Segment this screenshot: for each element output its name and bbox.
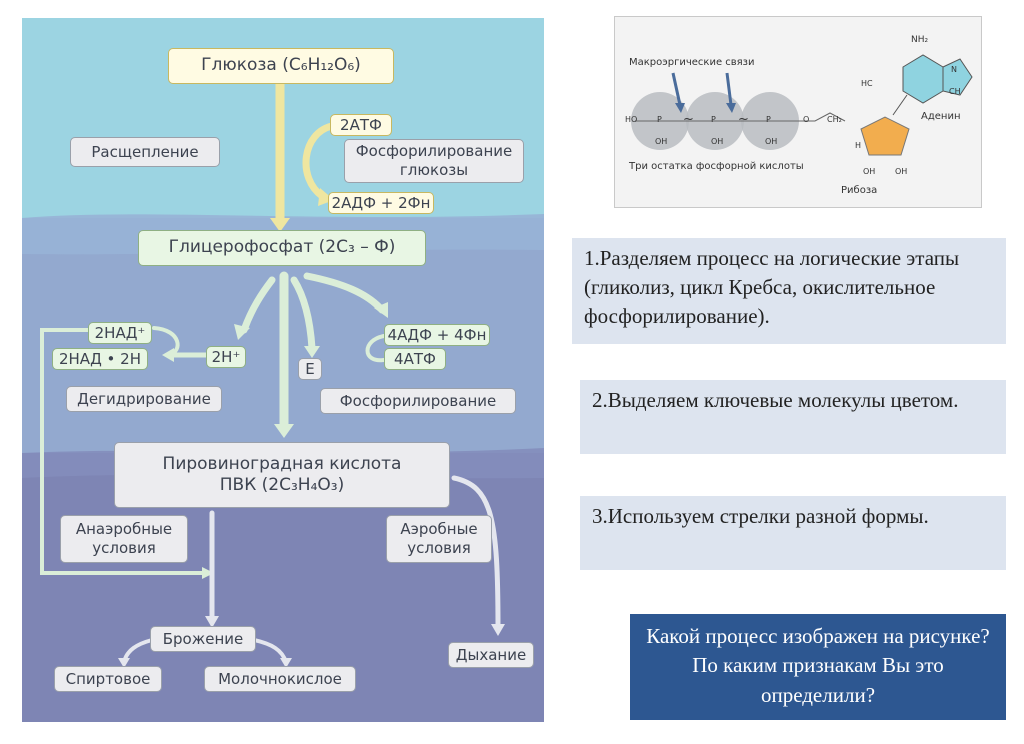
- arrowhead-lactic: [280, 658, 292, 668]
- tip-card-1: 1.Разделяем процесс на логические этапы …: [572, 238, 1006, 344]
- ribose-label: Рибоза: [841, 185, 878, 196]
- tip-card-2: 2.Выделяем ключевые молекулы цветом.: [580, 380, 1006, 454]
- tip-card-3: 3.Используем стрелки разной формы.: [580, 496, 1006, 570]
- nh2-label: NH₂: [911, 35, 929, 45]
- adp4-box: 4АДФ + 4Фн: [384, 324, 490, 346]
- oh-label-5: OH: [895, 167, 908, 176]
- tip-text-1: 1.Разделяем процесс на логические этапы …: [584, 246, 960, 328]
- ch-label: CH: [949, 87, 961, 96]
- ch2-label: CH₂: [827, 115, 842, 124]
- p-label-1: P: [657, 115, 662, 124]
- glycerophosphate-box: Глицерофосфат (2C₃ – Ф): [138, 230, 426, 266]
- arrowhead-alcohol: [118, 658, 130, 668]
- anaerobic-label: Анаэробные условия: [60, 515, 188, 563]
- tip-text-2: 2.Выделяем ключевые молекулы цветом.: [592, 388, 959, 412]
- p-label-2: P: [711, 115, 716, 124]
- nad2h-box: 2НАД • 2Н: [52, 348, 148, 370]
- arrowhead-glucose: [270, 218, 290, 232]
- glycolysis-diagram: Глюкоза (C₆H₁₂O₆) Расщепление 2АТФ Фосфо…: [22, 18, 544, 722]
- atp-structure-svg: [631, 54, 973, 156]
- h2plus-box: 2Н⁺: [206, 346, 246, 368]
- arrowhead-pvk: [274, 424, 294, 438]
- arrowhead-aerobic: [491, 624, 505, 636]
- wave-1: ~: [683, 112, 694, 127]
- respiration-box: Дыхание: [448, 642, 534, 668]
- arrowhead-anaerobic: [205, 616, 219, 628]
- phos-glucose-label: Фосфорилирование глюкозы: [344, 139, 524, 183]
- arrowhead-left: [234, 324, 250, 340]
- aerobic-label: Аэробные условия: [386, 515, 492, 563]
- oh-label-2: OH: [711, 137, 724, 146]
- dehydro-label: Дегидрирование: [66, 386, 222, 412]
- glucose-box: Глюкоза (C₆H₁₂O₆): [168, 48, 394, 84]
- arrow-nad-return: [40, 328, 206, 575]
- oh-label-4: OH: [863, 167, 876, 176]
- adenine-label: Аденин: [921, 111, 961, 122]
- atp4-box: 4АТФ: [384, 348, 446, 370]
- atp2-box: 2АТФ: [330, 114, 392, 136]
- pvk-box: Пировиноградная кислота ПВК (2C₃H₄O₃): [114, 442, 450, 508]
- question-text: Какой процесс изображен на рисунке? По к…: [646, 624, 990, 707]
- ho-label: HO: [625, 115, 638, 124]
- arrowhead-return: [202, 567, 214, 579]
- macro-bonds-label: Макроэргические связи: [629, 57, 755, 68]
- e-box: Е: [298, 358, 322, 380]
- oh-label-3: OH: [765, 137, 778, 146]
- diagram-arrows: [40, 79, 505, 668]
- p-label-3: P: [766, 115, 771, 124]
- arrow-to-e: [290, 276, 316, 352]
- o-label: O: [803, 115, 810, 124]
- split-label: Расщепление: [70, 137, 220, 167]
- question-card: Какой процесс изображен на рисунке? По к…: [630, 614, 1006, 720]
- arrow-adp-loop: [365, 334, 386, 363]
- arrow-to-right: [303, 272, 386, 314]
- adp2-box: 2АДФ + 2Фн: [328, 192, 434, 214]
- alcohol-box: Спиртовое: [54, 666, 162, 692]
- wave-2: ~: [738, 112, 749, 127]
- arrow-nad-loop: [152, 326, 180, 356]
- phosphate-label: Три остатка фосфорной кислоты: [629, 161, 804, 172]
- phosph-label: Фосфорилирование: [320, 388, 516, 414]
- tip-text-3: 3.Используем стрелки разной формы.: [592, 504, 929, 528]
- atp-structure-figure: Макроэргические связи Аденин Рибоза Три …: [614, 16, 982, 208]
- arrow-atp-curve: [302, 122, 336, 200]
- lactic-box: Молочнокислое: [204, 666, 356, 692]
- hc-label: HC: [861, 79, 873, 88]
- arrow-aerobic: [451, 475, 501, 631]
- arrowhead-right: [374, 302, 388, 318]
- oh-label-1: OH: [655, 137, 668, 146]
- h-label: H: [855, 141, 862, 150]
- ferment-box: Брожение: [150, 626, 256, 652]
- nad2plus-box: 2НАД⁺: [88, 322, 152, 344]
- arrowhead-e: [304, 346, 320, 358]
- arrow-to-left: [240, 276, 276, 334]
- n-label: N: [951, 65, 957, 74]
- arrowhead-h: [162, 348, 174, 362]
